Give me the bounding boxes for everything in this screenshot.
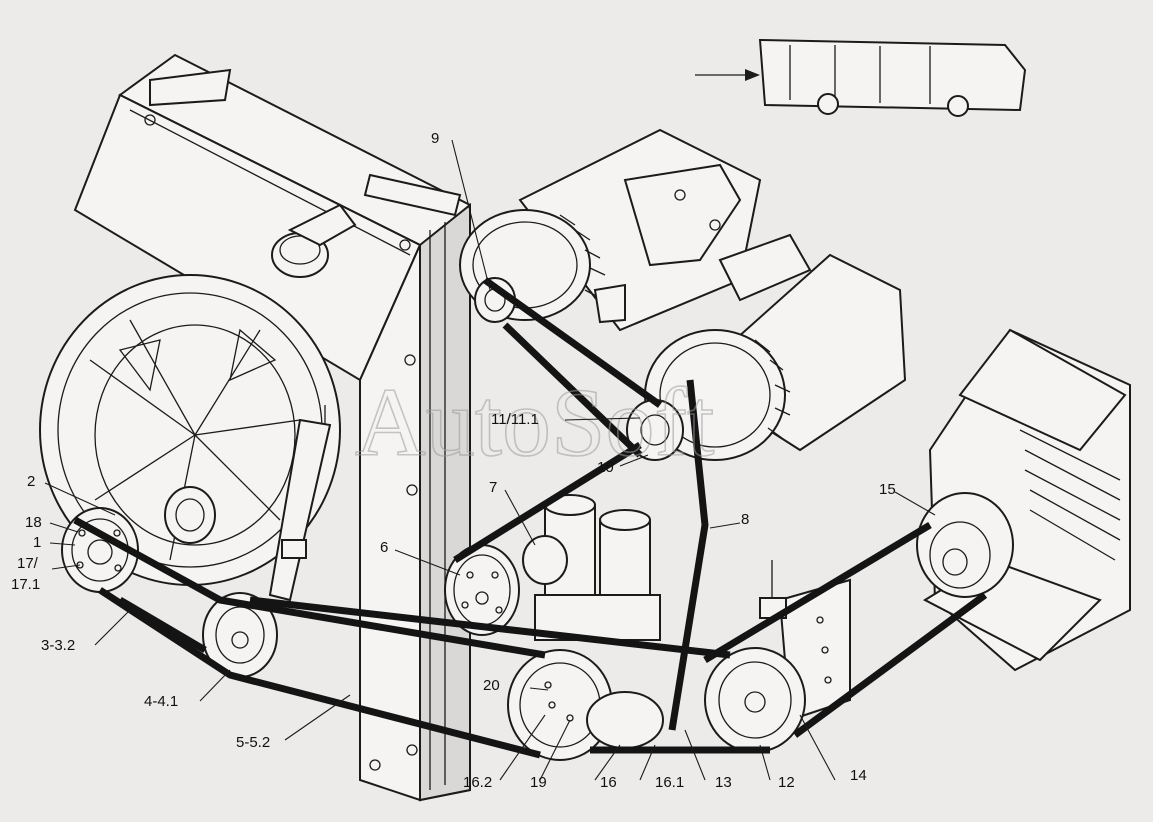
label-14: 14 bbox=[850, 767, 867, 784]
watermark-text: AutoSoft bbox=[355, 369, 714, 477]
label-11-11-1: 11/11.1 bbox=[491, 411, 539, 428]
alternator-lower bbox=[626, 233, 907, 461]
label-20: 20 bbox=[483, 677, 500, 694]
label-1: 1 bbox=[33, 534, 41, 551]
label-13: 13 bbox=[715, 774, 732, 791]
label-19: 19 bbox=[530, 774, 547, 791]
pulley-6 bbox=[444, 544, 520, 636]
label-10: 10 bbox=[597, 459, 614, 476]
label-8: 8 bbox=[741, 511, 749, 528]
pulley-12 bbox=[704, 647, 806, 753]
bus-icon bbox=[695, 38, 1027, 117]
label-17: 17/ bbox=[17, 555, 39, 572]
callout-labels: 9 11/11.1 10 7 8 6 2 18 1 17/ 17.1 3-3.2… bbox=[11, 130, 896, 791]
label-15: 15 bbox=[879, 481, 896, 498]
label-6: 6 bbox=[380, 539, 388, 556]
label-3-3-2: 3-3.2 bbox=[41, 637, 75, 654]
tension-rod bbox=[268, 405, 332, 602]
label-4-4-1: 4-4.1 bbox=[144, 693, 178, 710]
leader-lines bbox=[44, 139, 936, 781]
cooling-fan bbox=[39, 274, 341, 586]
crankshaft-pulley-1 bbox=[61, 507, 139, 593]
label-18: 18 bbox=[25, 514, 42, 531]
label-9: 9 bbox=[431, 130, 439, 147]
air-compressor bbox=[916, 328, 1131, 672]
pulley-16 bbox=[507, 649, 664, 761]
label-16-1: 16.1 bbox=[655, 774, 684, 791]
label-17-1: 17.1 bbox=[11, 576, 40, 593]
filter-assembly bbox=[522, 494, 661, 641]
drive-belts bbox=[73, 277, 988, 759]
label-16: 16 bbox=[600, 774, 617, 791]
label-16-2: 16.2 bbox=[463, 774, 492, 791]
filler-cap bbox=[271, 203, 357, 278]
label-5-5-2: 5-5.2 bbox=[236, 734, 270, 751]
label-7: 7 bbox=[489, 479, 497, 496]
alternator-upper bbox=[459, 128, 762, 332]
label-2: 2 bbox=[27, 473, 35, 490]
label-12: 12 bbox=[778, 774, 795, 791]
